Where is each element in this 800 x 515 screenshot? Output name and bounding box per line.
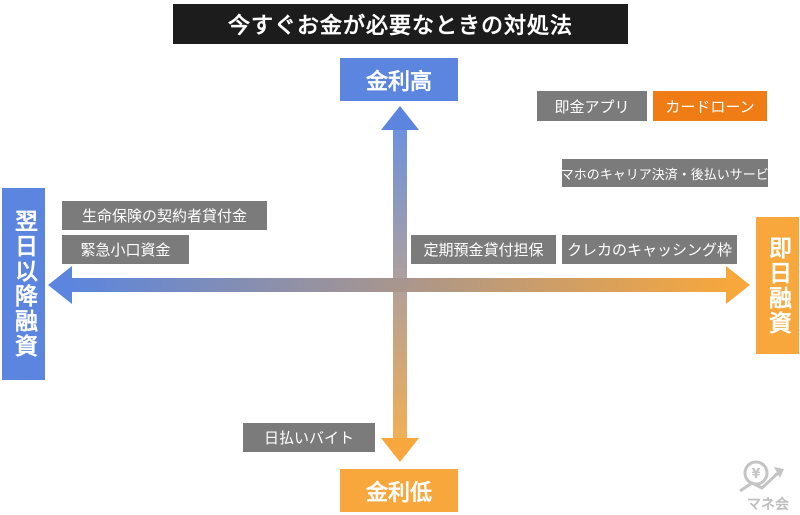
up-arrowhead: [381, 106, 419, 130]
tag-credit-card-cashing: クレカのキャッシング枠: [562, 235, 737, 264]
tag-time-deposit-loan: 定期預金貸付担保: [411, 235, 556, 264]
page-title: 今すぐお金が必要なときの対処法: [173, 4, 628, 44]
axis-label-high-interest: 金利高: [340, 58, 458, 101]
tag-card-loan: カードローン: [653, 91, 767, 121]
svg-text:¥: ¥: [751, 467, 760, 482]
tag-day-labor: 日払いバイト: [243, 423, 375, 452]
tag-smartphone-carrier-payment: スマホのキャリア決済・後払いサービス: [548, 159, 782, 187]
right-arrowhead: [726, 266, 750, 304]
tag-instant-app: 即金アプリ: [537, 91, 647, 121]
yen-chart-icon: ¥: [739, 460, 784, 493]
vertical-axis: [393, 124, 407, 454]
down-arrowhead: [381, 438, 419, 462]
left-arrowhead: [48, 266, 72, 304]
axis-label-same-day-loan: 即日融資: [756, 217, 799, 354]
axis-label-next-day-loan: 翌日以降融資: [2, 188, 45, 380]
brand-logo-text: マネ会: [747, 497, 789, 513]
tag-emergency-small-fund: 緊急小口資金: [62, 235, 189, 264]
tag-life-insurance-loan: 生命保険の契約者貸付金: [62, 201, 267, 230]
axis-label-low-interest: 金利低: [340, 469, 458, 512]
